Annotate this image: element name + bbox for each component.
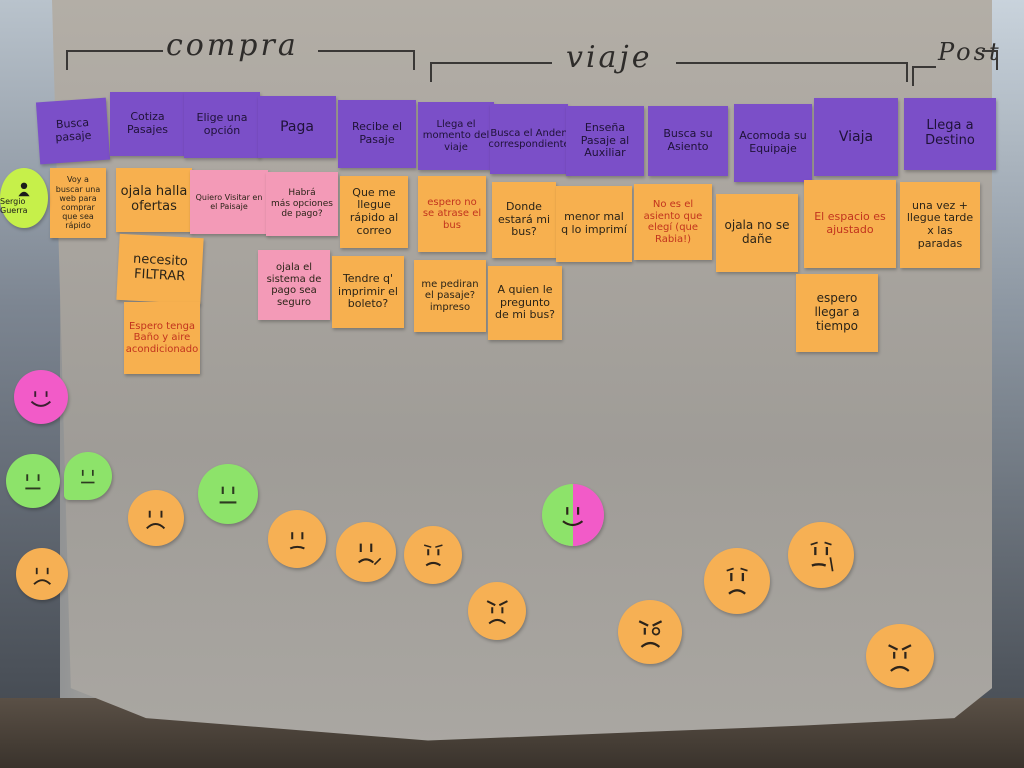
step-note: Elige una opción <box>184 92 260 158</box>
phase-viaje-bracket <box>430 62 552 82</box>
angry-face-icon <box>468 582 526 640</box>
phase-post-label: Post <box>938 38 1002 66</box>
phase-compra-label: compra <box>166 28 299 63</box>
sad-face-icon <box>16 548 68 600</box>
neutral-face-icon <box>268 510 326 568</box>
thought-note: Donde estará mi bus? <box>492 182 556 258</box>
step-note: Busca el Anden correspondiente <box>488 104 570 174</box>
thought-note: espero no se atrase el bus <box>418 176 486 252</box>
phase-post-bracket-end <box>982 50 998 70</box>
neutral-face-icon <box>64 452 112 500</box>
phase-viaje-label: viaje <box>566 40 653 75</box>
thought-note: A quien le pregunto de mi bus? <box>488 266 562 340</box>
thought-note: menor mal q lo imprimí <box>556 186 632 262</box>
angry-face-icon <box>618 600 682 664</box>
thought-note: ojala el sistema de pago sea seguro <box>258 250 330 320</box>
worried-face-icon <box>704 548 770 614</box>
persona-sticker: Sergio Guerra <box>0 168 48 228</box>
thought-note: No es el asiento que elegí (que Rabia!) <box>634 184 712 260</box>
step-note: Busca su Asiento <box>648 106 728 176</box>
thought-note: ojala no se dañe <box>716 194 798 272</box>
thought-note: Que me llegue rápido al correo <box>340 176 408 248</box>
person-icon <box>18 182 30 197</box>
phase-viaje-bracket-end <box>676 62 908 82</box>
step-note: Llega a Destino <box>904 98 996 170</box>
sad-face-icon <box>128 490 184 546</box>
worried-face-icon <box>404 526 462 584</box>
thought-note: Habrá más opciones de pago? <box>266 172 338 236</box>
persona-name: Sergio Guerra <box>0 197 28 215</box>
step-note: Viaja <box>814 98 898 176</box>
worried-face-icon <box>336 522 396 582</box>
thought-note: Quiero Visitar en el Paisaje <box>190 170 268 234</box>
thought-note: necesito FILTRAR <box>116 233 204 305</box>
worried-face-icon <box>788 522 854 588</box>
thought-note: Espero tenga Baño y aire acondicionado <box>124 302 200 374</box>
phase-compra-bracket-end <box>318 50 415 70</box>
thought-note: espero llegar a tiempo <box>796 274 878 352</box>
thought-note: Voy a buscar una web para comprar que se… <box>50 168 106 238</box>
happy-face-icon <box>14 370 68 424</box>
mixed-face-icon <box>542 484 604 546</box>
neutral-face-icon <box>198 464 258 524</box>
neutral-face-icon <box>6 454 60 508</box>
step-note: Busca pasaje <box>35 97 111 165</box>
step-note: Cotiza Pasajes <box>110 92 185 156</box>
step-note: Recibe el Pasaje <box>338 100 416 168</box>
thought-note: me pediran el pasaje? impreso <box>414 260 486 332</box>
step-note: Acomoda su Equipaje <box>734 104 812 182</box>
step-note: Enseña Pasaje al Auxiliar <box>566 106 644 176</box>
thought-note: una vez + llegue tarde x las paradas <box>900 182 980 268</box>
thought-note: Tendre q' imprimir el boleto? <box>332 256 404 328</box>
phase-post-bracket <box>912 66 936 86</box>
thought-note: ojala halla ofertas <box>116 168 192 232</box>
thought-note: El espacio es ajustado <box>804 180 896 268</box>
angry-face-icon <box>866 624 934 688</box>
phase-compra-bracket <box>66 50 163 70</box>
step-note: Paga <box>258 96 336 158</box>
step-note: Llega el momento del viaje <box>418 102 494 170</box>
